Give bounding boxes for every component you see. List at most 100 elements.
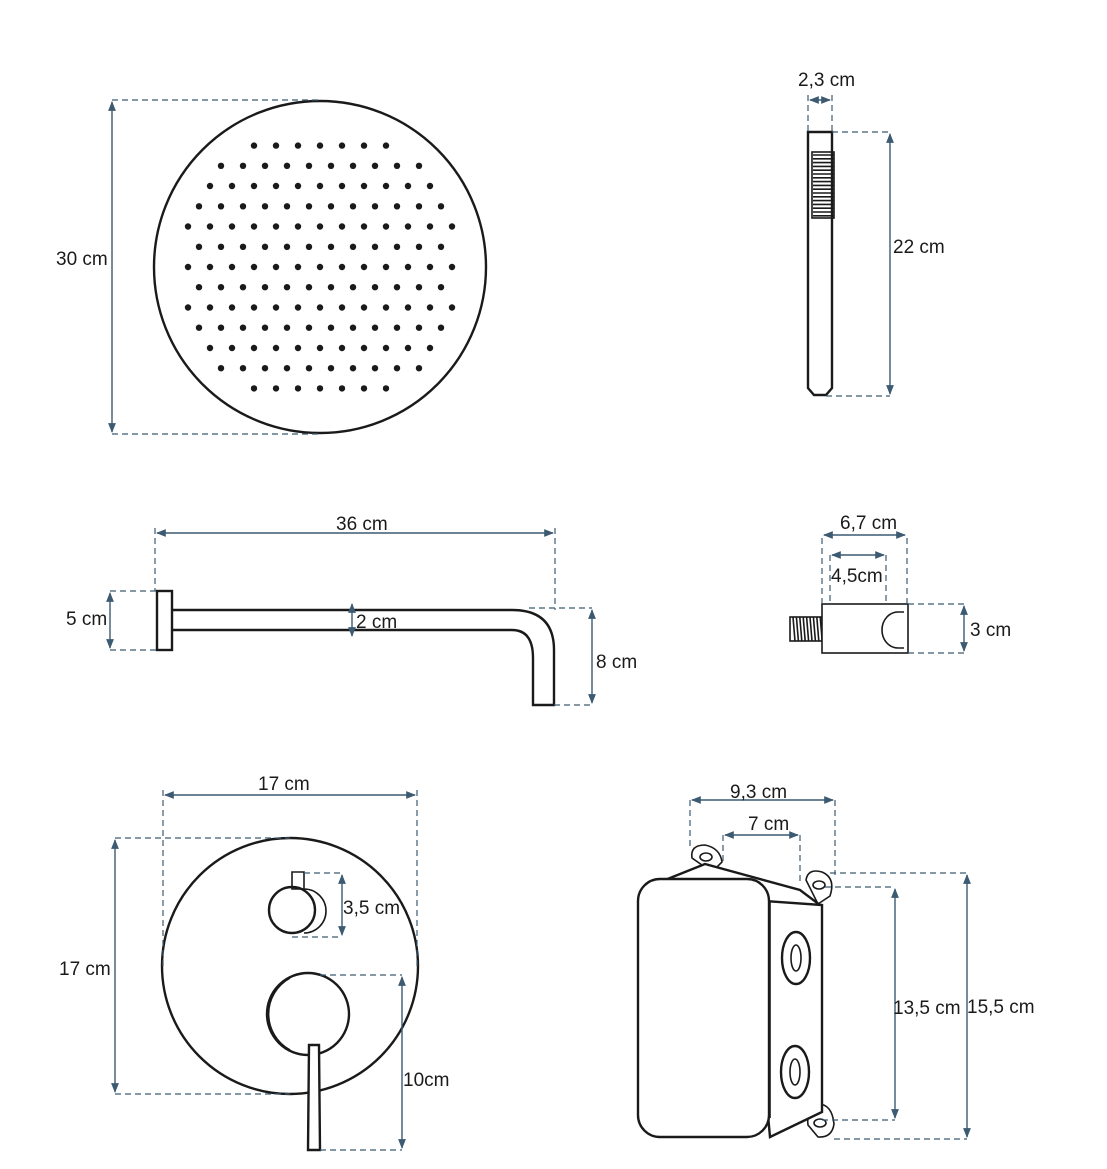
nozzle-dot — [415, 162, 423, 169]
thread-line — [802, 616, 806, 642]
nozzle-dot — [360, 385, 368, 392]
nozzle-dot — [250, 182, 258, 190]
nozzle-dot — [349, 284, 357, 291]
nozzle-dot — [448, 223, 456, 230]
nozzle-dot — [415, 324, 423, 331]
rain-shower-head: 30 cm — [56, 99, 488, 435]
nozzle-dot — [404, 304, 412, 311]
nozzle-dot — [217, 243, 225, 250]
concealed-mixer-box: 9,3 cm 7 cm 13,5 cm 15,5 cm — [636, 782, 1035, 1140]
nozzle-dot — [327, 324, 335, 331]
box-inner-height-label: 13,5 cm — [893, 998, 961, 1019]
nozzle-dot — [349, 324, 357, 331]
nozzle-dot — [360, 223, 368, 230]
nozzle-dot — [360, 142, 368, 149]
nozzle-dot — [338, 182, 346, 190]
mixer-face-plate: 17 cm 17 cm 3,5 cm 10cm — [59, 774, 449, 1152]
nozzle-dot — [272, 385, 280, 392]
nozzle-dot — [195, 203, 203, 210]
nozzle-dot — [393, 365, 401, 372]
thread-line — [812, 616, 817, 642]
nozzle-dot — [371, 365, 379, 372]
nozzle-dot — [305, 243, 313, 250]
nozzle-dot — [426, 344, 434, 352]
nozzle-dot — [393, 284, 401, 291]
nozzle-dot — [261, 365, 269, 372]
nozzle-dot — [217, 365, 225, 372]
nozzle-dot — [382, 263, 390, 271]
nozzle-dot — [360, 304, 368, 311]
nozzle-dot — [283, 324, 291, 331]
nozzle-dot — [404, 263, 412, 271]
nozzle-dot — [272, 344, 280, 352]
nozzle-dot — [283, 243, 291, 250]
nozzle-dot — [184, 223, 192, 230]
nozzle-dot — [261, 284, 269, 291]
nozzle-dot — [239, 203, 247, 210]
plate-width-label: 17 cm — [258, 774, 310, 795]
nozzle-dot — [349, 203, 357, 210]
nozzle-dot — [294, 142, 302, 149]
nozzle-dot — [206, 304, 214, 311]
nozzle-dot — [228, 263, 236, 271]
nozzle-dot — [228, 182, 236, 190]
nozzle-dot — [338, 385, 346, 392]
nozzle-dot — [349, 365, 357, 372]
nozzle-dot — [316, 223, 324, 230]
nozzle-dot — [305, 162, 313, 169]
nozzle-dot — [338, 223, 346, 230]
thread-line — [816, 616, 820, 642]
nozzle-dot — [250, 263, 258, 271]
wall-outlet-holder: 6,7 cm 4,5cm 3 cm — [789, 513, 1011, 654]
nozzle-dot — [305, 203, 313, 210]
nozzle-dot — [239, 365, 247, 372]
nozzle-dot — [250, 385, 258, 392]
thread-line — [792, 616, 796, 642]
nozzle-dot — [272, 142, 280, 149]
lever-height-label: 10cm — [403, 1070, 449, 1091]
thread-line — [805, 616, 810, 642]
holder-width-label: 6,7 cm — [840, 513, 897, 534]
arm-length-label: 36 cm — [336, 514, 388, 535]
nozzle-dot — [195, 243, 203, 250]
nozzle-dot — [184, 263, 192, 271]
nozzle-dot — [239, 162, 247, 169]
nozzle-dot — [316, 344, 324, 352]
nozzle-dot — [382, 223, 390, 230]
nozzle-dot — [338, 344, 346, 352]
nozzle-dot — [228, 304, 236, 311]
nozzle-dot — [382, 385, 390, 392]
nozzle-dot — [404, 223, 412, 230]
nozzle-dot — [393, 162, 401, 169]
nozzle-dot — [250, 142, 258, 149]
box-width-label: 9,3 cm — [730, 782, 787, 803]
nozzle-dot — [316, 304, 324, 311]
hand-shower-width-label: 2,3 cm — [798, 70, 855, 91]
nozzle-dot — [437, 284, 445, 291]
nozzle-dot — [305, 284, 313, 291]
nozzle-dot — [393, 243, 401, 250]
nozzle-dot — [228, 344, 236, 352]
nozzle-dot — [338, 304, 346, 311]
nozzle-dot — [349, 162, 357, 169]
nozzle-dot — [437, 203, 445, 210]
nozzle-dot — [426, 304, 434, 311]
thread-line — [795, 616, 800, 642]
thread-line — [799, 616, 803, 642]
nozzle-dot — [250, 304, 258, 311]
nozzle-dot — [327, 365, 335, 372]
nozzle-dot — [206, 344, 214, 352]
nozzle-dot — [294, 304, 302, 311]
nozzle-dot — [261, 243, 269, 250]
nozzle-dot — [360, 263, 368, 271]
nozzle-dot — [261, 162, 269, 169]
nozzle-dot — [283, 203, 291, 210]
nozzle-dot — [250, 344, 258, 352]
nozzle-dot — [294, 223, 302, 230]
nozzle-dot — [382, 182, 390, 190]
nozzle-dot — [206, 182, 214, 190]
nozzle-dot — [195, 284, 203, 291]
nozzle-dot — [239, 243, 247, 250]
outlet-thread — [792, 616, 823, 642]
nozzle-dot — [415, 284, 423, 291]
